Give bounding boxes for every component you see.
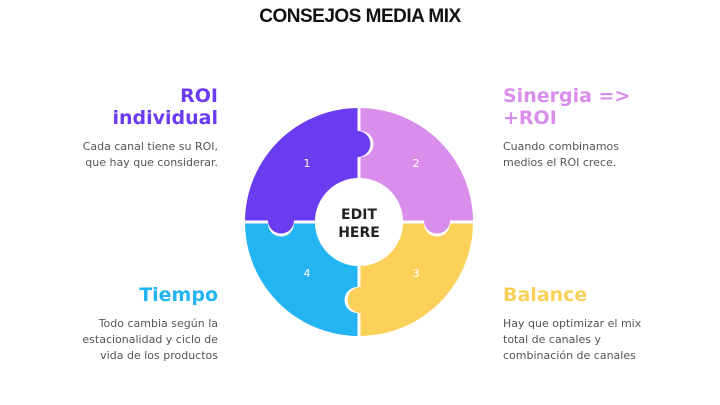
- roi-heading: ROI individual: [48, 85, 218, 129]
- puzzle-piece-4[interactable]: [245, 223, 358, 337]
- sinergia-desc-line1: Cuando combinamos: [503, 140, 619, 153]
- balance-desc-line2: total de canales y: [503, 333, 601, 346]
- center-text-line1[interactable]: EDIT: [341, 207, 377, 223]
- piece-number-3: 3: [413, 267, 420, 280]
- tiempo-block: Tiempo Todo cambia según la estacionalid…: [48, 284, 218, 364]
- sinergia-desc-line2: medios el ROI crece.: [503, 156, 617, 169]
- balance-desc-line1: Hay que optimizar el mix: [503, 317, 642, 330]
- puzzle-piece-2[interactable]: [360, 108, 474, 234]
- roi-description: Cada canal tiene su ROI, que hay que con…: [48, 139, 218, 171]
- roi-desc-line2: que hay que considerar.: [85, 156, 218, 169]
- piece-number-1: 1: [304, 157, 311, 170]
- tiempo-desc-line2: estacionalidad y ciclo de: [82, 333, 218, 346]
- sinergia-heading: Sinergia => +ROI: [503, 85, 693, 129]
- roi-heading-line1: ROI: [180, 85, 218, 107]
- puzzle-piece-1[interactable]: [245, 108, 371, 234]
- roi-heading-line2: individual: [112, 107, 218, 129]
- sinergia-block: Sinergia => +ROI Cuando combinamos medio…: [503, 85, 693, 171]
- balance-block: Balance Hay que optimizar el mix total d…: [503, 284, 673, 364]
- tiempo-desc-line1: Todo cambia según la: [98, 317, 218, 330]
- piece-number-2: 2: [413, 157, 420, 170]
- roi-block: ROI individual Cada canal tiene su ROI, …: [48, 85, 218, 171]
- center-circle[interactable]: [315, 178, 403, 266]
- balance-heading: Balance: [503, 284, 588, 306]
- tiempo-heading: Tiempo: [139, 284, 218, 306]
- puzzle-piece-3[interactable]: [347, 223, 474, 337]
- slide-title: CONSEJOS MEDIA MIX: [259, 6, 461, 27]
- roi-desc-line1: Cada canal tiene su ROI,: [82, 140, 218, 153]
- piece-number-4: 4: [304, 267, 311, 280]
- tiempo-description: Todo cambia según la estacionalidad y ci…: [48, 316, 218, 364]
- center-text-line2[interactable]: HERE: [338, 225, 380, 241]
- sinergia-heading-line2: +ROI: [503, 107, 557, 129]
- balance-desc-line3: combinación de canales: [503, 349, 636, 362]
- balance-description: Hay que optimizar el mix total de canale…: [503, 316, 673, 364]
- tiempo-desc-line3: vida de los productos: [100, 349, 218, 362]
- sinergia-heading-line1: Sinergia =>: [503, 85, 631, 107]
- sinergia-description: Cuando combinamos medios el ROI crece.: [503, 139, 693, 171]
